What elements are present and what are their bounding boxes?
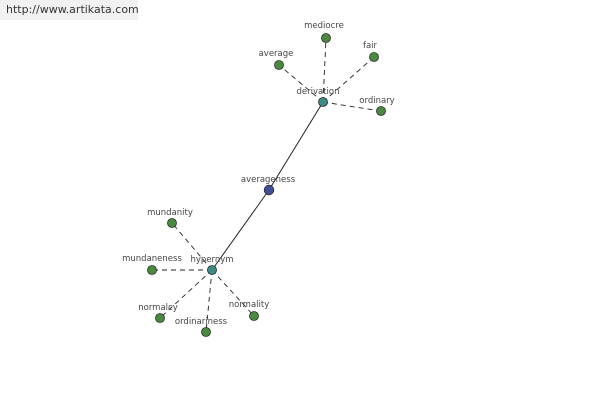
node-label-hypernym[interactable]: hypernym — [190, 255, 233, 265]
node-label-ordinariness[interactable]: ordinariness — [175, 317, 228, 327]
node-dot-derivation[interactable] — [318, 97, 328, 107]
node-label-normalcy[interactable]: normalcy — [138, 303, 178, 313]
edge-hypernym-mundanity — [171, 222, 213, 271]
edge-hypernym-normalcy — [159, 269, 213, 319]
node-label-ordinary[interactable]: ordinary — [359, 96, 394, 106]
node-dot-fair[interactable] — [369, 52, 379, 62]
node-dot-normalcy[interactable] — [155, 313, 165, 323]
leaf-node-ordinary[interactable]: ordinary — [359, 96, 395, 116]
url-banner: http://www.artikata.com — [0, 0, 139, 20]
node-label-fair[interactable]: fair — [363, 41, 378, 51]
node-label-average[interactable]: average — [259, 49, 294, 59]
node-dot-ordinary[interactable] — [376, 106, 386, 116]
node-dot-mundanity[interactable] — [167, 218, 177, 228]
leaf-node-ordinariness[interactable]: ordinariness — [175, 317, 228, 337]
node-dot-hypernym[interactable] — [207, 265, 217, 275]
hub-node-derivation[interactable]: derivation — [296, 87, 340, 107]
leaf-node-mundanity[interactable]: mundanity — [147, 208, 193, 228]
node-dot-averageness[interactable] — [263, 184, 275, 196]
node-label-mundaneness[interactable]: mundaneness — [122, 254, 182, 264]
graph-nodes: mediocre average fair ordinary mundanity mund… — [122, 21, 395, 337]
node-dot-normality[interactable] — [249, 311, 259, 321]
node-dot-mundaneness[interactable] — [147, 265, 157, 275]
edge-derivation-fair — [322, 56, 375, 103]
graph-edges — [152, 37, 382, 333]
edge-derivation-mediocre — [322, 37, 327, 103]
edge-hypernym-normality — [211, 269, 255, 317]
leaf-node-fair[interactable]: fair — [363, 41, 379, 62]
node-dot-average[interactable] — [274, 60, 284, 70]
edge-averageness-derivation — [268, 101, 324, 191]
center-node-averageness[interactable]: averageness — [241, 175, 296, 196]
node-dot-mediocre[interactable] — [321, 33, 331, 43]
node-dot-ordinariness[interactable] — [201, 327, 211, 337]
edge-derivation-ordinary — [322, 101, 382, 112]
leaf-node-mediocre[interactable]: mediocre — [304, 21, 344, 43]
edge-derivation-average — [278, 64, 324, 103]
node-label-mundanity[interactable]: mundanity — [147, 208, 193, 218]
edge-averageness-hypernym — [211, 189, 270, 271]
node-label-mediocre[interactable]: mediocre — [304, 21, 344, 31]
leaf-node-average[interactable]: average — [259, 49, 294, 70]
site-url-link[interactable]: http://www.artikata.com — [6, 3, 139, 16]
leaf-node-normalcy[interactable]: normalcy — [138, 303, 178, 323]
node-label-normality[interactable]: normality — [229, 300, 270, 310]
leaf-node-normality[interactable]: normality — [229, 300, 270, 321]
leaf-node-mundaneness[interactable]: mundaneness — [122, 254, 182, 275]
edge-hypernym-ordinariness — [205, 269, 213, 333]
node-label-averageness[interactable]: averageness — [241, 175, 296, 185]
hub-node-hypernym[interactable]: hypernym — [190, 255, 234, 275]
node-label-derivation[interactable]: derivation — [296, 87, 339, 97]
